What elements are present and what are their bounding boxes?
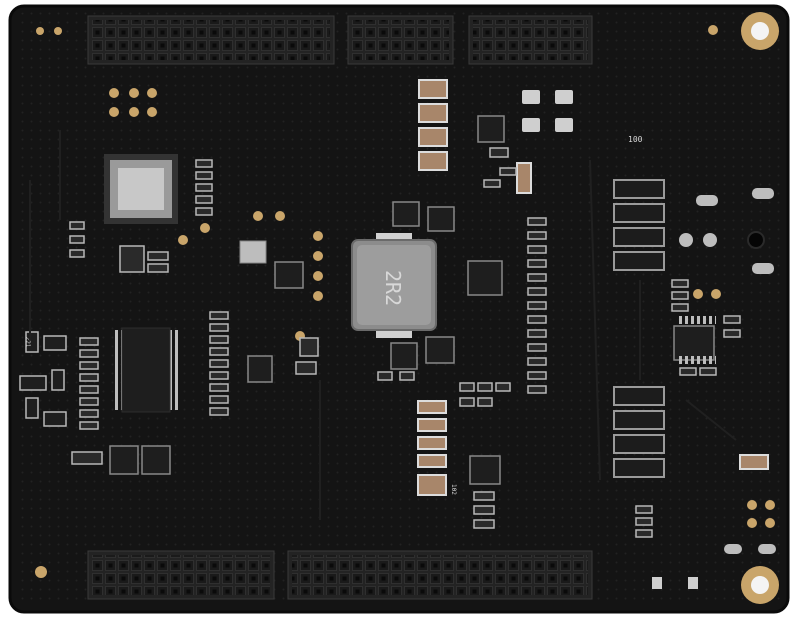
resistor-marking: 221	[24, 337, 31, 348]
diode-array-upper	[613, 179, 665, 271]
mounting-hole-top-right	[741, 12, 779, 50]
test-pad-2	[688, 577, 698, 589]
mounting-hole-bottom-right	[741, 566, 779, 604]
mounting-via-right	[747, 231, 765, 249]
power-inductor: 2R2	[351, 233, 437, 338]
soic-chip	[112, 327, 180, 413]
capacitor-right	[739, 454, 769, 470]
diode-array-lower	[613, 386, 665, 478]
fiducial-top-right	[708, 25, 718, 35]
sot-chip-silver	[239, 240, 267, 264]
pin-header-bottom-left	[87, 550, 275, 600]
pin-header-bottom-right	[287, 550, 593, 600]
pin-header-top-right	[468, 15, 593, 65]
copper-traces	[29, 130, 737, 520]
gold-pads-bottom-right	[747, 500, 775, 528]
capacitor-single	[516, 162, 532, 194]
passive-components	[69, 147, 741, 538]
capacitor-stack-top	[418, 79, 448, 171]
test-pad-1	[652, 577, 662, 589]
soic-chip-right	[676, 316, 716, 364]
fiducial-top-left-2	[54, 27, 62, 35]
oval-pads-right	[679, 188, 776, 554]
silver-pads-top	[522, 90, 573, 132]
pin-header-top-left	[87, 15, 335, 65]
silkscreen-label-102: 102	[450, 484, 457, 495]
silkscreen-label-100: 100	[628, 135, 643, 144]
qfn-chip-left	[104, 154, 178, 224]
pin-header-top-middle	[347, 15, 454, 65]
fiducial-bottom-left	[35, 566, 47, 578]
gold-pads-cluster	[109, 88, 721, 341]
capacitor-stack-bottom	[417, 400, 447, 496]
fiducial-top-left-1	[36, 27, 44, 35]
inductor-marking: 2R2	[381, 270, 405, 306]
